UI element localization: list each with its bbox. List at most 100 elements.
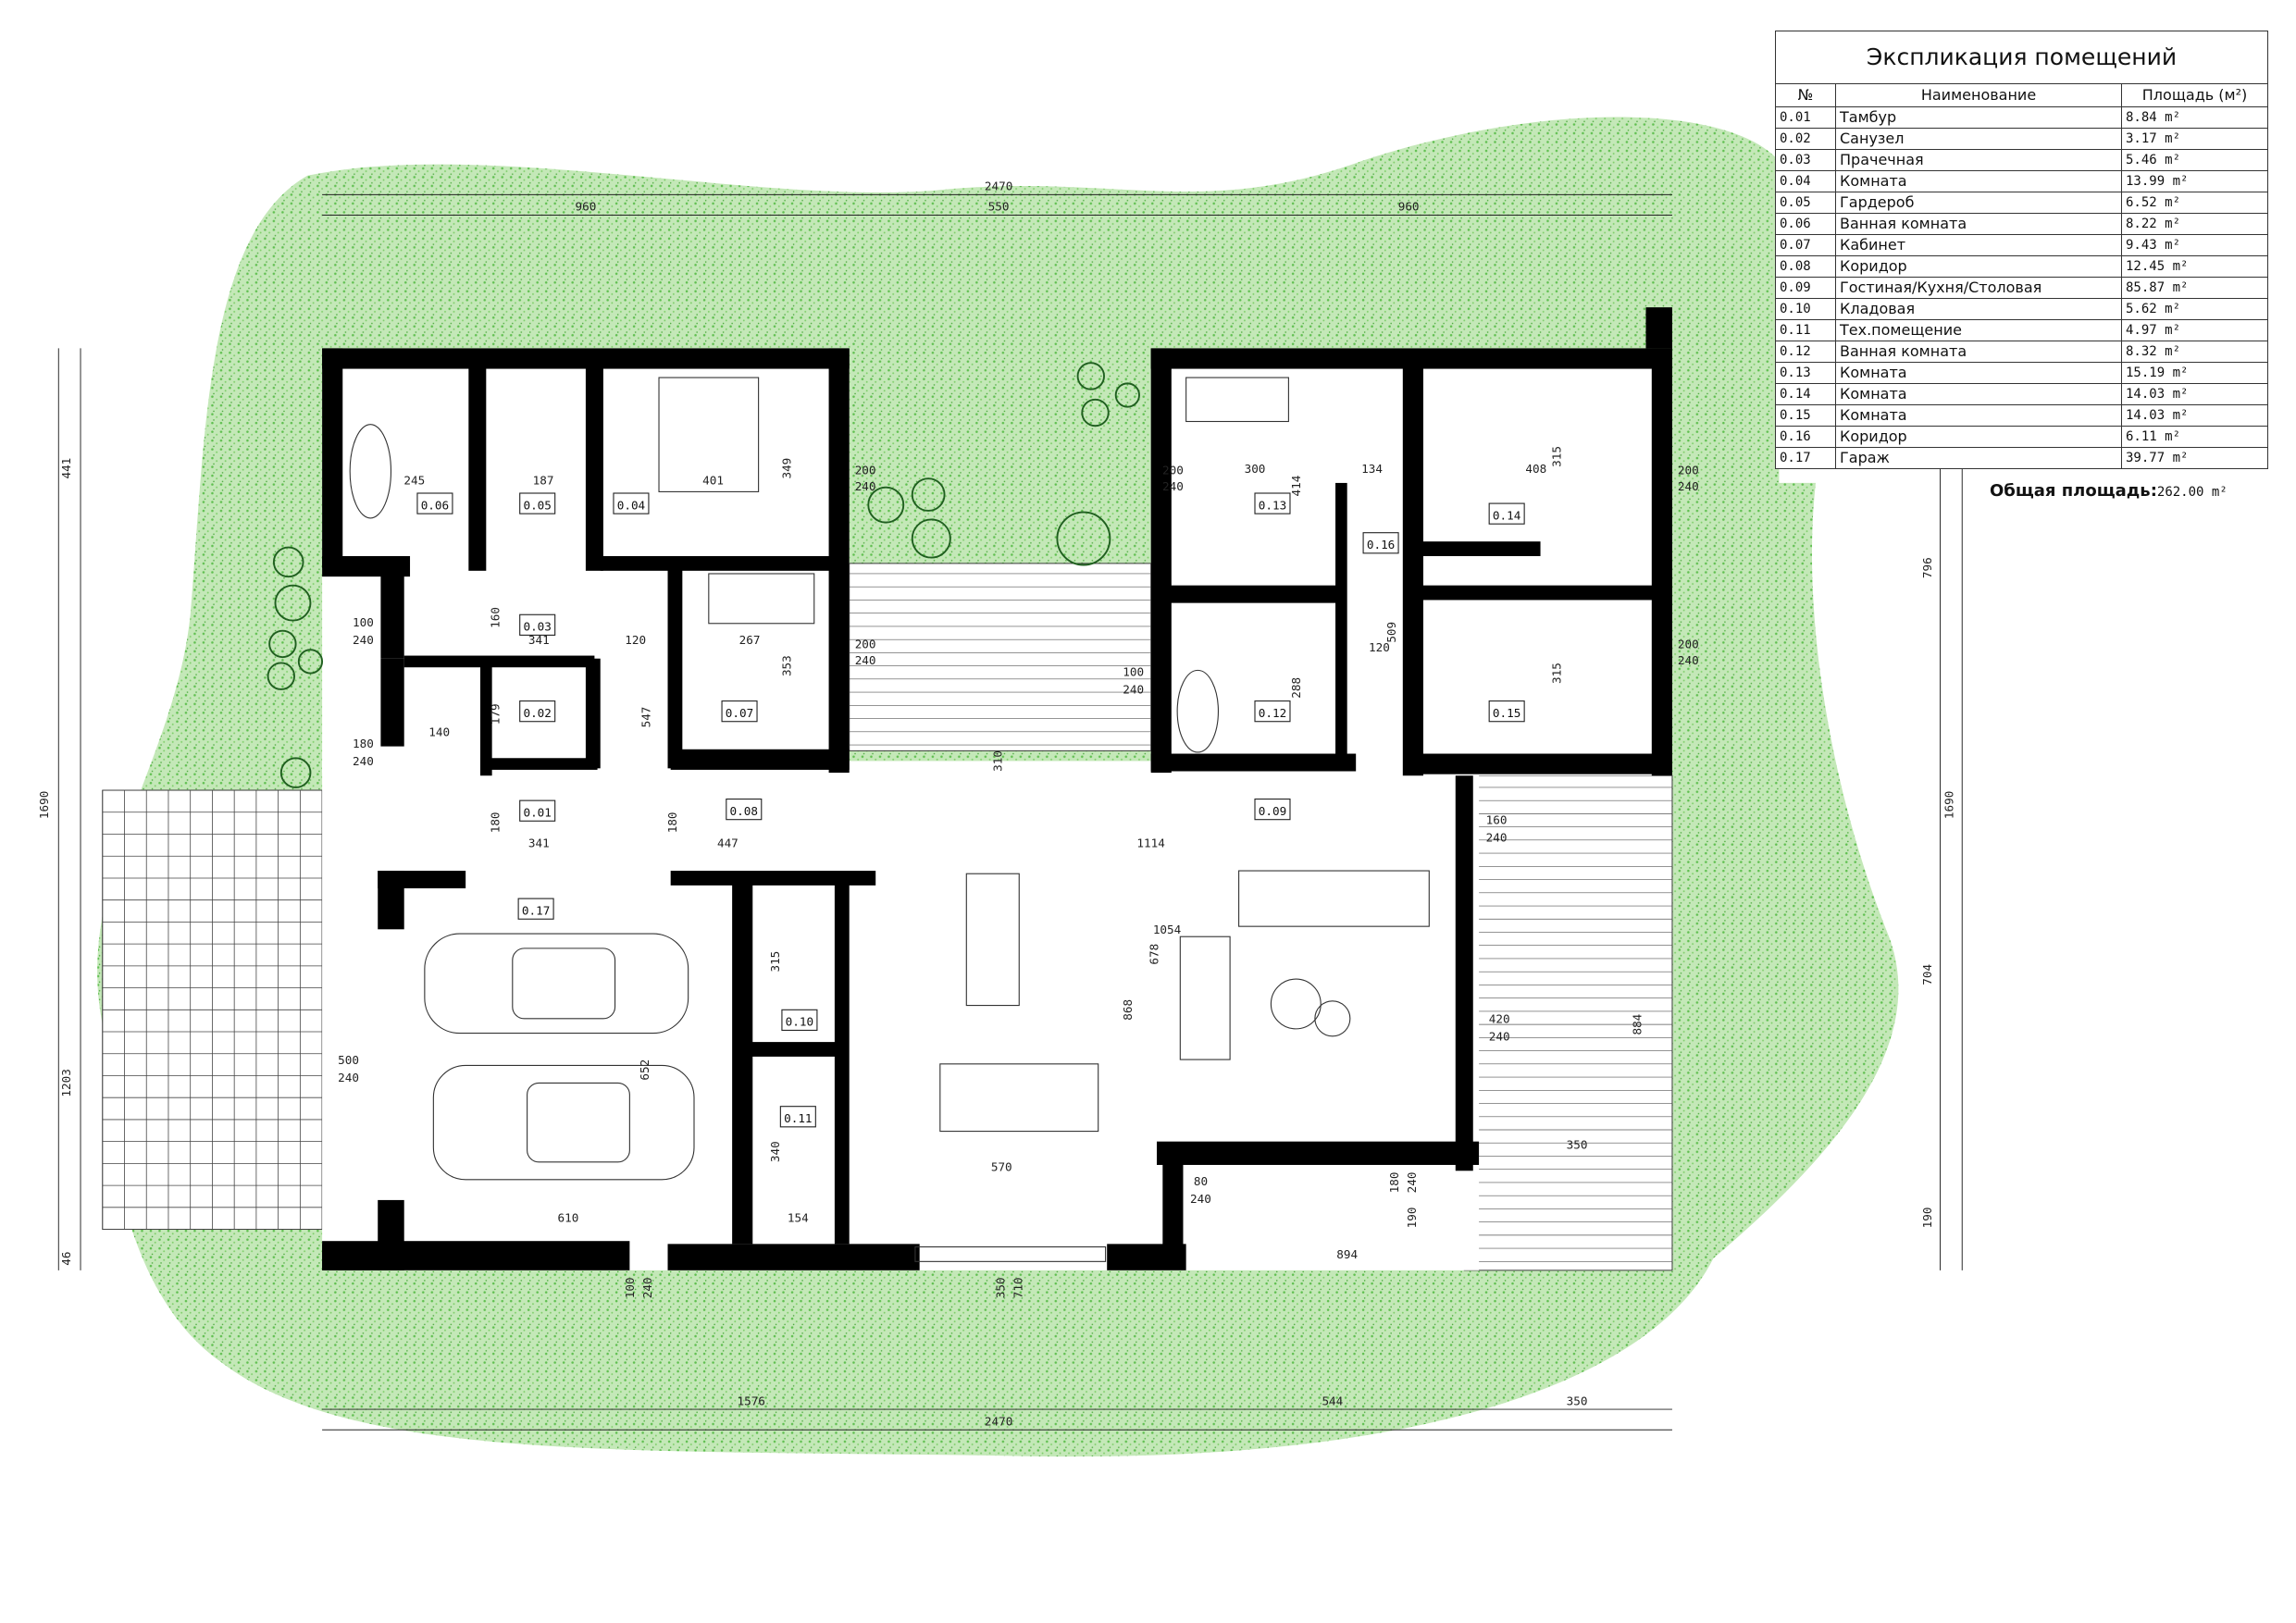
column-header-name: Наименование [1835,83,2122,107]
dimension-label: 240 [1190,1192,1211,1206]
room-number: 0.06 [1775,213,1836,235]
dimension-label: 200 [855,638,876,651]
dimension-label: 179 [489,703,503,725]
dimension-label: 200 [1678,463,1699,477]
room-tag-frame [1362,532,1399,554]
dimension-label: 160 [489,607,503,628]
dimension-label: 315 [1550,446,1564,467]
dimension-label: 350 [1567,1394,1588,1407]
dimension-label: 315 [768,951,782,973]
dimension-label: 140 [428,725,450,739]
dimension-label: 341 [528,633,550,647]
room-area: 3.17 m² [2121,128,2268,150]
dimension-label: 894 [1336,1247,1358,1261]
room-tag: 0.11 [784,1111,812,1125]
room-number: 0.16 [1775,426,1836,448]
room-name: Ванная комната [1835,213,2122,235]
room-name: Комната [1835,404,2122,427]
dimension-label: 1114 [1136,836,1164,850]
dimension-label: 200 [1678,638,1699,651]
room-tag-frame [519,700,556,723]
room-area: 8.32 m² [2121,341,2268,363]
room-area: 15.19 m² [2121,362,2268,384]
room-name: Ванная комната [1835,341,2122,363]
dimension-label: 180 [665,812,679,833]
room-name: Коридор [1835,255,2122,278]
room-name: Коридор [1835,426,2122,448]
dimension-label: 420 [1489,1012,1510,1026]
room-number: 0.11 [1775,319,1836,341]
dimension-label: 200 [1162,463,1184,477]
room-tag-frame [416,492,453,514]
dimension-label: 80 [1194,1174,1208,1188]
room-number: 0.03 [1775,149,1836,171]
room-tag-frame [1488,502,1525,525]
dimension-label: 796 [1920,557,1934,578]
dimension-label: 190 [1405,1207,1419,1228]
column-header-number: № [1775,83,1836,107]
room-number: 0.12 [1775,341,1836,363]
room-tag: 0.13 [1259,498,1286,512]
room-name: Тех.помещение [1835,319,2122,341]
dimension-label: 134 [1361,462,1383,476]
room-area: 14.03 m² [2121,383,2268,405]
room-tag: 0.17 [522,904,550,918]
dimension-label: 960 [1398,200,1420,214]
table-title: Экспликация помещений [1775,31,2268,84]
room-number: 0.10 [1775,298,1836,320]
room-name: Гостиная/Кухня/Столовая [1835,277,2122,299]
room-name: Гараж [1835,447,2122,469]
room-tag-frame [721,700,758,723]
room-area: 14.03 m² [2121,404,2268,427]
room-tag: 0.01 [523,806,551,820]
dimension-label: 570 [991,1159,1012,1173]
room-tag: 0.07 [726,706,753,720]
dimension-label: 350 [1567,1138,1588,1152]
room-tag-frame [1254,700,1291,723]
room-number: 0.01 [1775,106,1836,129]
room-area: 4.97 m² [2121,319,2268,341]
dimension-label: 240 [338,1071,359,1084]
dimension-label: 240 [1486,830,1508,844]
dimension-label: 100 [353,615,374,629]
room-tag: 0.12 [1259,706,1286,720]
dimension-label: 408 [1525,462,1546,476]
room-tag: 0.10 [786,1015,813,1029]
room-number: 0.07 [1775,234,1836,256]
room-tag: 0.16 [1367,538,1395,551]
dimension-label: 190 [1920,1207,1934,1228]
room-area: 6.11 m² [2121,426,2268,448]
room-number: 0.17 [1775,447,1836,469]
room-tag-frame [517,898,554,920]
room-number: 0.05 [1775,192,1836,214]
dimension-label: 652 [638,1059,652,1081]
dimension-label: 100 [623,1277,637,1298]
room-name: Комната [1835,362,2122,384]
dimension-label: 200 [855,463,876,477]
dimension-label: 240 [855,653,876,667]
dimension-label: 245 [403,474,425,488]
dimension-label: 550 [988,200,1010,214]
dimension-label: 1690 [1942,791,1956,819]
dimension-label: 240 [1405,1172,1419,1194]
dimension-label: 704 [1920,964,1934,985]
room-name: Санузел [1835,128,2122,150]
car-icon [432,1064,695,1181]
room-name: Прачечная [1835,149,2122,171]
dimension-label: 500 [338,1053,359,1067]
dimension-label: 340 [768,1141,782,1162]
dimension-label: 154 [788,1211,809,1225]
room-tag: 0.04 [617,498,645,512]
